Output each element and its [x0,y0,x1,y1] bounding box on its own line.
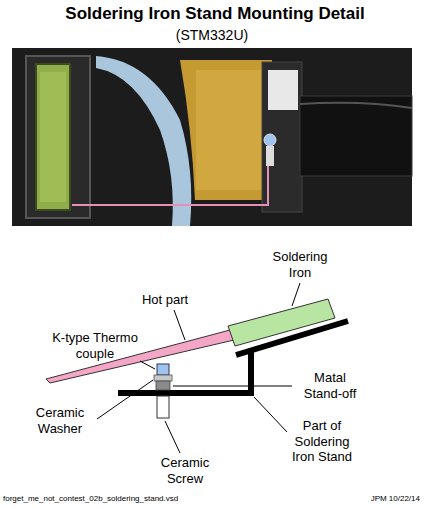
tube-highlight [300,103,412,108]
board-copper [196,70,262,190]
thermocouple-wire [72,166,268,205]
ceramic-washer [154,375,172,381]
leader-line [292,283,300,306]
callout-label: Soldering Iron [265,249,335,280]
callout-label: Ceramic Screw [149,455,221,486]
device-photo [12,48,412,226]
leader-line [97,380,153,419]
stand-reflection [268,70,298,110]
leader-lines [97,283,300,453]
circuit-board [180,60,272,200]
file-name: forget_me_not_contest_02b_soldering_stan… [3,494,263,504]
title: Soldering Iron Stand Mounting Detail [3,4,424,24]
iron-tube [300,96,412,176]
display-housing [26,56,90,218]
leader-line [173,386,292,387]
callout-label: Part of Soldering Iron Stand [286,418,358,465]
mounting-drawing [46,283,348,453]
leader-line [140,361,155,369]
hot-part [46,330,234,383]
leader-line [174,310,185,340]
sensor-post [266,146,274,166]
callout-label: Hot part [125,292,205,308]
callout-label: K-type Thermo couple [45,330,145,361]
leader-line [254,397,287,432]
sensor-dot [264,134,276,146]
blue-panel [96,56,191,226]
lcd-glass [40,72,66,202]
callout-label: Matal Stand-off [294,370,366,401]
photo-background [12,48,412,226]
lcd-display [36,64,70,210]
callout-label: Ceramic Washer [24,405,96,436]
leader-line [165,421,180,453]
iron-handle [228,299,335,346]
thermocouple [157,364,169,375]
date-stamp: JPM 10/22/14 [336,494,420,504]
metal-standoff [156,381,170,390]
subtitle: (STM332U) [142,27,282,44]
ceramic-screw [157,396,169,418]
